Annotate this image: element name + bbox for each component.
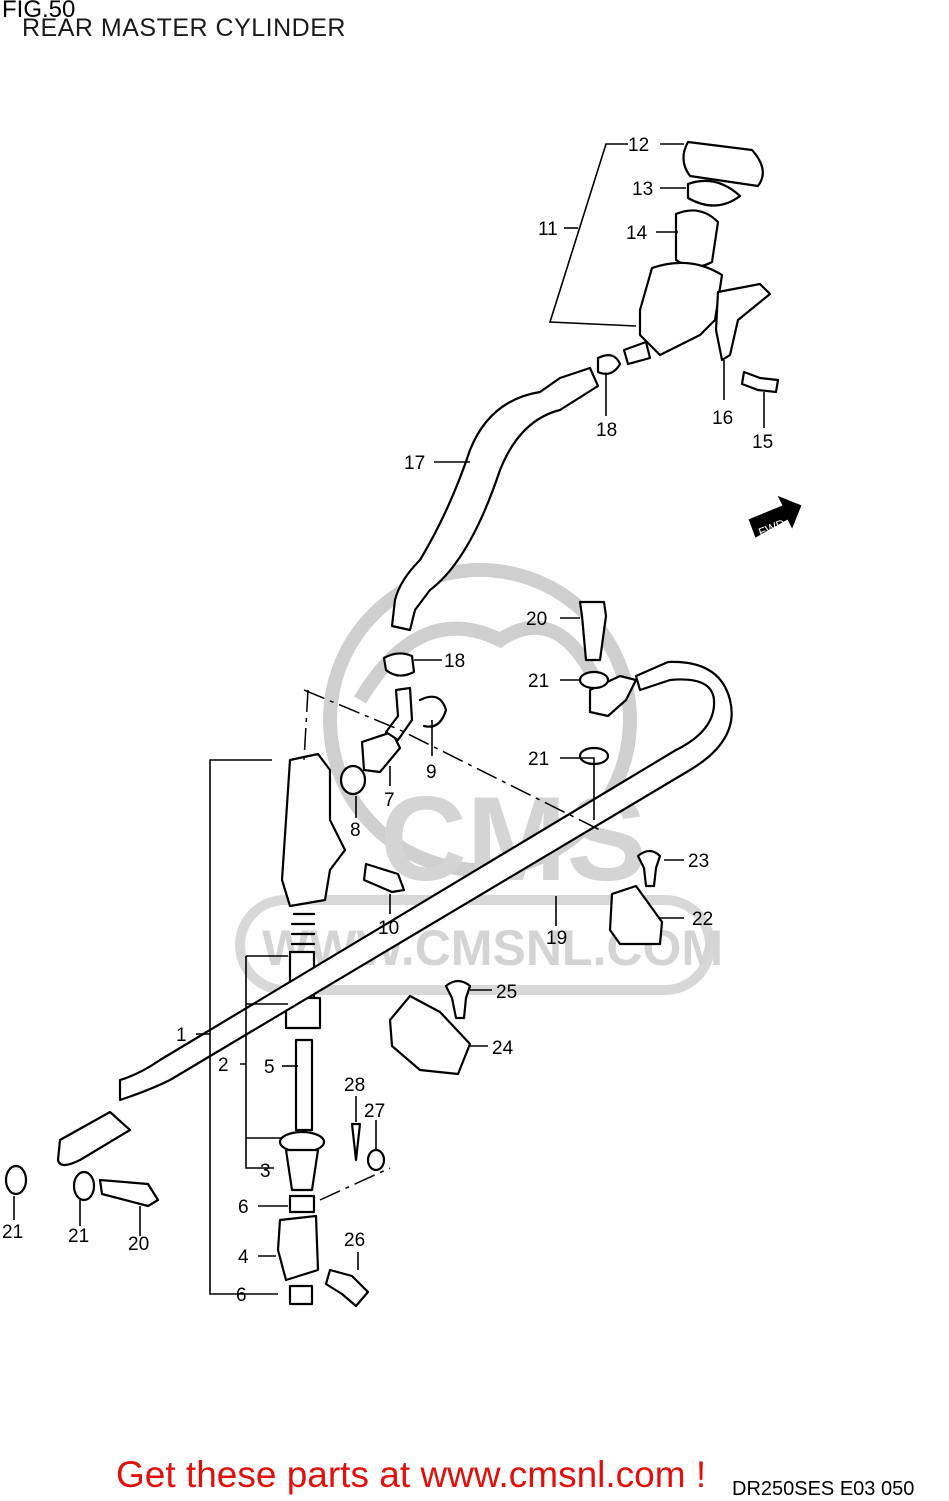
- spring: [290, 912, 316, 946]
- callout-9: 9: [426, 762, 437, 783]
- callout-28: 28: [344, 1075, 365, 1096]
- callout-25: 25: [496, 982, 517, 1003]
- lower-banjo: [56, 1110, 132, 1167]
- lower-washer-right: [72, 1170, 96, 1202]
- upper-hose-clamp: [596, 353, 622, 375]
- callout-3: 3: [260, 1161, 271, 1182]
- circlip: [418, 695, 448, 728]
- callout-16: 16: [712, 408, 733, 429]
- callout-8: 8: [350, 820, 361, 841]
- callout-27: 27: [364, 1101, 385, 1122]
- screw-upper: [636, 849, 662, 888]
- lower-union-bolt: [98, 1178, 160, 1208]
- figure-title: REAR MASTER CYLINDER: [22, 14, 346, 42]
- callout-18-lower: 18: [444, 651, 465, 672]
- lower-hose-clamp: [382, 652, 416, 677]
- callout-26: 26: [344, 1230, 365, 1251]
- reservoir-body: [638, 261, 724, 357]
- upper-union-bolt: [578, 600, 608, 662]
- callout-6-upper: 6: [238, 1197, 249, 1218]
- callout-12: 12: [628, 135, 649, 156]
- reservoir-cap: [682, 140, 764, 188]
- fwd-marker: FWD: [748, 495, 802, 540]
- reservoir-nozzle: [622, 340, 652, 366]
- callout-7: 7: [384, 790, 395, 811]
- callout-20-upper: 20: [526, 609, 547, 630]
- clevis-pin: [324, 1268, 370, 1308]
- callout-11: 11: [538, 219, 558, 240]
- callout-21-upper-a: 21: [528, 671, 549, 692]
- nut-lower: [288, 1284, 314, 1306]
- callout-10: 10: [378, 918, 399, 939]
- callout-21-lower-right: 21: [68, 1226, 89, 1247]
- pushrod: [294, 1038, 314, 1132]
- callout-13: 13: [632, 179, 653, 200]
- o-ring: [339, 764, 367, 796]
- nut-upper: [288, 1194, 316, 1214]
- hose-guide-upper: [608, 884, 664, 946]
- cylinder-body: [280, 752, 347, 908]
- upper-washer-a: [578, 670, 610, 690]
- model-code: DR250SES E03 050: [732, 1478, 915, 1500]
- inlet-elbow: [384, 686, 414, 742]
- leader-lines: [13, 143, 765, 1295]
- callout-5: 5: [264, 1057, 275, 1078]
- callout-14: 14: [626, 223, 648, 244]
- callout-20-lower: 20: [128, 1234, 149, 1255]
- reservoir-bracket: [714, 282, 772, 362]
- screw-lower: [444, 979, 472, 1020]
- cylinder-bolt: [362, 862, 406, 894]
- figure-number: FIG.50: [2, 0, 76, 23]
- boot: [284, 1148, 320, 1192]
- parts-link-banner[interactable]: Get these parts at www.cmsnl.com !: [116, 1454, 707, 1495]
- master-cylinder: [276, 686, 448, 1308]
- callout-21-lower-left: 21: [2, 1222, 23, 1243]
- hose-guide-lower: [388, 994, 472, 1076]
- callout-1: 1: [176, 1025, 187, 1046]
- callout-21-upper-b: 21: [528, 749, 549, 770]
- callout-19: 19: [546, 928, 567, 949]
- brake-hose: [118, 660, 733, 1102]
- callout-labels: 12 13 14 11 16 15 18 17 20 18 21 21 9 7 …: [2, 135, 773, 1306]
- lower-washer-left: [4, 1164, 28, 1196]
- callout-17: 17: [404, 453, 425, 474]
- washer: [366, 1148, 386, 1172]
- callout-15: 15: [752, 432, 773, 453]
- callout-18-upper: 18: [596, 420, 617, 441]
- cotter-pin: [350, 1122, 362, 1162]
- reservoir-assembly: [596, 140, 780, 394]
- callout-22: 22: [692, 909, 713, 930]
- callout-24: 24: [492, 1038, 514, 1059]
- callout-2: 2: [218, 1055, 229, 1076]
- callout-23: 23: [688, 851, 709, 872]
- callout-4: 4: [238, 1247, 249, 1268]
- clevis: [276, 1214, 320, 1282]
- diaphragm-plate: [674, 209, 720, 268]
- reservoir-hose: [390, 366, 600, 632]
- callout-6-lower: 6: [236, 1285, 247, 1306]
- cap-diaphragm: [686, 179, 742, 207]
- bracket-bolt: [740, 370, 780, 394]
